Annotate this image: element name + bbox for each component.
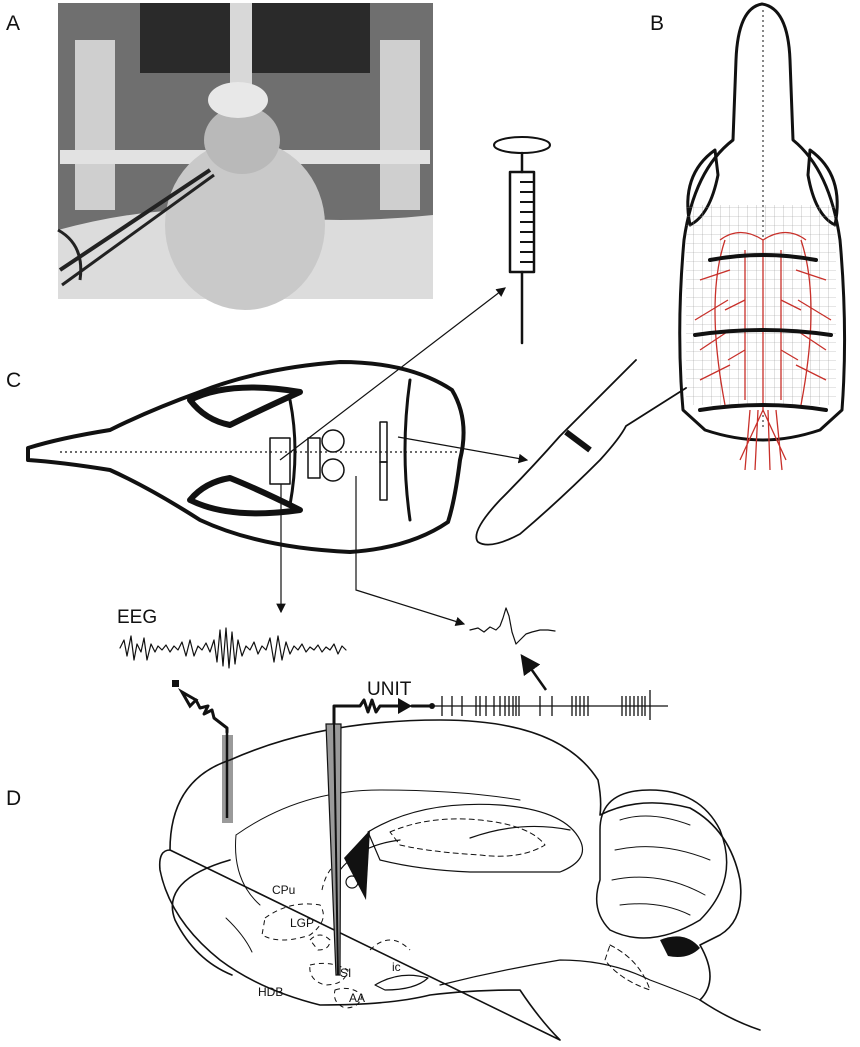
eeg-trace <box>120 628 346 668</box>
panel-letter-b: B <box>650 12 664 35</box>
region-label-cpu: CPu <box>272 883 295 897</box>
recording-hole-upper <box>322 430 344 452</box>
injection-window <box>308 438 320 478</box>
region-label-si: SI <box>340 966 351 980</box>
eeg-electrode <box>172 680 233 823</box>
panel-letter-c: C <box>6 369 21 392</box>
eeg-window <box>270 438 290 484</box>
syringe-icon <box>494 137 550 343</box>
spike-waveform <box>470 608 555 644</box>
unit-label: UNIT <box>367 679 412 700</box>
eeg-label: EEG <box>117 607 157 628</box>
panel-letter-a: A <box>6 12 20 35</box>
stim-window-lower <box>380 462 387 500</box>
recording-microelectrode <box>326 724 341 975</box>
probe-icon <box>476 360 686 545</box>
region-label-ic: ic <box>392 960 401 974</box>
skull-lateral-view <box>28 362 464 552</box>
dorsal-skull-grid <box>680 4 845 470</box>
coordinate-grid <box>686 205 836 405</box>
region-label-hdb: HDB <box>258 985 283 999</box>
panel-letter-d: D <box>6 787 21 810</box>
recording-hole-lower <box>322 459 344 481</box>
stim-window-upper <box>380 422 387 462</box>
brain-sagittal-section: CPu LGP SI HDB AA ic <box>160 720 760 1040</box>
connector-arrows <box>280 288 546 690</box>
region-label-aa: AA <box>349 991 365 1005</box>
spike-train <box>434 690 668 720</box>
region-label-lgp: LGP <box>290 916 314 930</box>
stereotaxic-photo <box>58 3 433 310</box>
